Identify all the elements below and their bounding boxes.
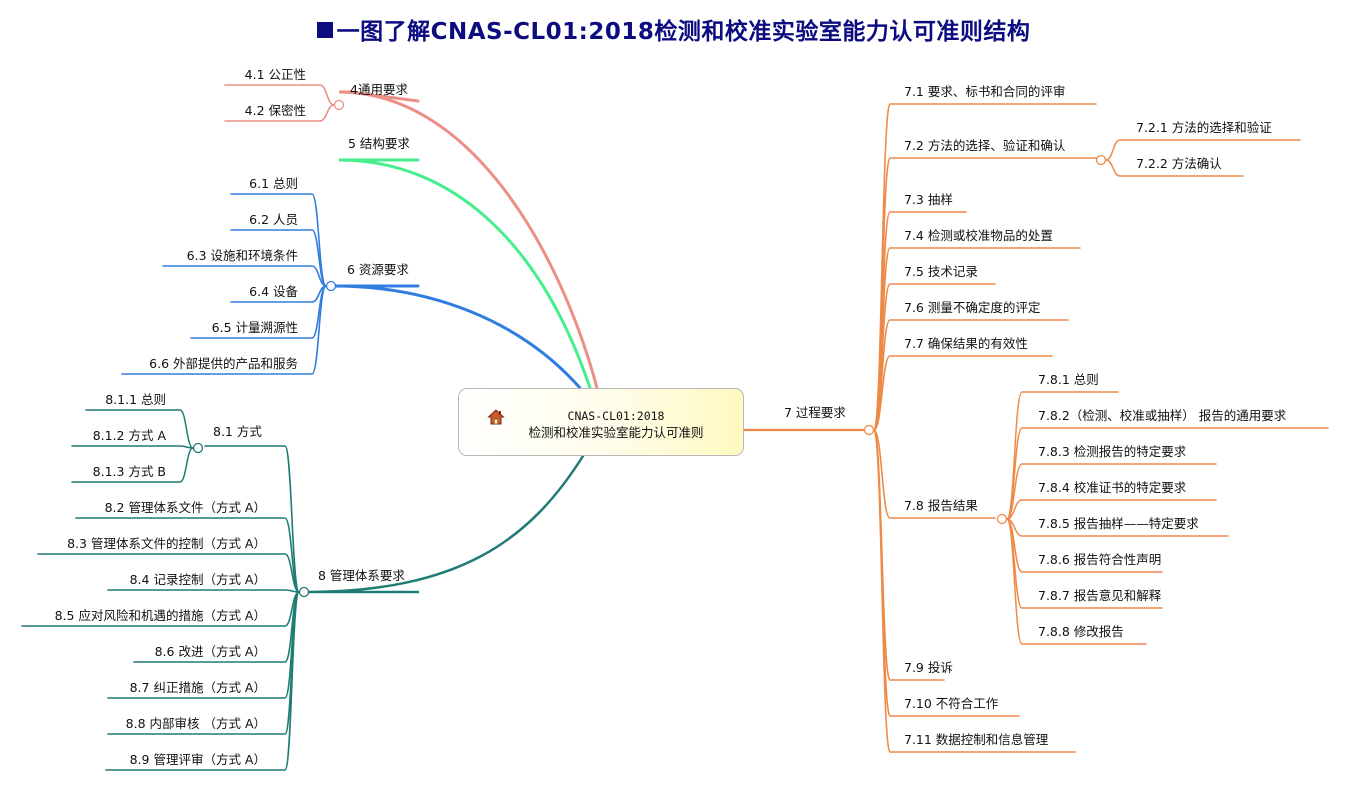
topic-resources-3[interactable]: 6.4 设备: [249, 284, 298, 299]
branch-management-line: [304, 454, 585, 594]
topic-process-8[interactable]: 7.9 投诉: [904, 660, 953, 675]
knob-general[interactable]: [333, 99, 345, 111]
branch-structure-line: [338, 158, 592, 390]
topic-management-4[interactable]: 8.6 改进（方式 A）: [154, 644, 266, 659]
page-title-text: 一图了解CNAS-CL01:2018检测和校准实验室能力认可准则结构: [336, 19, 1031, 45]
topic-general-0[interactable]: 4.1 公正性: [244, 67, 306, 82]
topic-management-0[interactable]: 8.2 管理体系文件（方式 A）: [104, 500, 266, 515]
link-management-methods-0: [85, 409, 194, 449]
topic-management-5[interactable]: 8.7 纠正措施（方式 A）: [129, 680, 266, 695]
topic-management[interactable]: 8 管理体系要求: [318, 568, 405, 583]
topic-process-report-2[interactable]: 7.8.3 检测报告的特定要求: [1038, 444, 1187, 459]
branch-resources-line: [333, 284, 582, 390]
topic-process-report-0[interactable]: 7.8.1 总则: [1038, 372, 1099, 387]
topic-management-7[interactable]: 8.9 管理评审（方式 A）: [129, 752, 266, 767]
topic-process-methods-1[interactable]: 7.2.2 方法确认: [1136, 156, 1222, 171]
topic-process-0[interactable]: 7.1 要求、标书和合同的评审: [904, 84, 1066, 99]
topic-management-methods-0[interactable]: 8.1.1 总则: [105, 392, 166, 407]
topic-general[interactable]: 4通用要求: [350, 82, 408, 97]
topic-resources-1[interactable]: 6.2 人员: [249, 212, 298, 227]
link-process-report-2: [1006, 463, 1217, 520]
branch-general-line: [338, 90, 599, 390]
topic-process-report-4[interactable]: 7.8.5 报告抽样——特定要求: [1038, 516, 1199, 531]
topic-management-methods[interactable]: 8.1 方式: [213, 424, 262, 439]
link-process-6: [873, 355, 1053, 431]
knob-process-report[interactable]: [996, 513, 1008, 525]
link-general-1: [224, 104, 335, 122]
link-general-0: [224, 84, 335, 106]
link-process-10: [873, 429, 1076, 753]
link-process-report-7: [1006, 518, 1147, 645]
link-resources-2: [162, 265, 327, 287]
topic-resources-0[interactable]: 6.1 总则: [249, 176, 298, 191]
topic-process-2[interactable]: 7.3 抽样: [904, 192, 953, 207]
link-management-methods-2: [71, 447, 194, 483]
link-management-7: [105, 591, 300, 771]
topic-process-report-7[interactable]: 7.8.8 修改报告: [1038, 624, 1124, 639]
link-management-methods: [204, 445, 300, 593]
central-topic-code: CNAS-CL01:2018: [567, 409, 665, 423]
link-management-methods-1: [71, 445, 194, 449]
topic-general-1[interactable]: 4.2 保密性: [244, 103, 306, 118]
topic-process-10[interactable]: 7.11 数据控制和信息管理: [904, 732, 1049, 747]
topic-management-3[interactable]: 8.5 应对风险和机遇的措施（方式 A）: [54, 608, 266, 623]
topic-process-6[interactable]: 7.7 确保结果的有效性: [904, 336, 1028, 351]
link-process-methods-0: [1105, 139, 1301, 161]
home-icon: [487, 409, 505, 425]
link-process-7: [873, 429, 996, 519]
topic-management-1[interactable]: 8.3 管理体系文件的控制（方式 A）: [67, 536, 266, 551]
link-process-report-3: [1006, 499, 1217, 520]
topic-resources[interactable]: 6 资源要求: [347, 262, 409, 277]
topic-management-methods-1[interactable]: 8.1.2 方式 A: [92, 428, 166, 443]
topic-process-1[interactable]: 7.2 方法的选择、验证和确认: [904, 138, 1066, 153]
central-topic-title: 检测和校准实验室能力认可准则: [528, 425, 704, 440]
link-process-methods-1: [1105, 159, 1244, 177]
knob-process-methods[interactable]: [1095, 154, 1107, 166]
topic-management-6[interactable]: 8.8 内部审核 （方式 A）: [125, 716, 266, 731]
topic-resources-4[interactable]: 6.5 计量溯源性: [211, 320, 298, 335]
topic-process-3[interactable]: 7.4 检测或校准物品的处置: [904, 228, 1053, 243]
link-process-2: [873, 211, 967, 431]
topic-process-7[interactable]: 7.8 报告结果: [904, 498, 978, 513]
topic-process-5[interactable]: 7.6 测量不确定度的评定: [904, 300, 1041, 315]
page-title: 一图了解CNAS-CL01:2018检测和校准实验室能力认可准则结构: [0, 12, 1347, 46]
central-topic[interactable]: CNAS-CL01:2018 检测和校准实验室能力认可准则: [458, 388, 744, 456]
topic-structure[interactable]: 5 结构要求: [348, 136, 410, 151]
knob-resources[interactable]: [325, 280, 337, 292]
topic-process-report-3[interactable]: 7.8.4 校准证书的特定要求: [1038, 480, 1187, 495]
topic-process-report-5[interactable]: 7.8.6 报告符合性声明: [1038, 552, 1162, 567]
topic-process-report-1[interactable]: 7.8.2（检测、校准或抽样） 报告的通用要求: [1038, 408, 1287, 423]
topic-resources-5[interactable]: 6.6 外部提供的产品和服务: [149, 356, 298, 371]
knob-process[interactable]: [863, 424, 875, 436]
link-resources-0: [230, 193, 327, 287]
link-process-report-1: [1006, 427, 1329, 520]
link-management-2: [107, 589, 300, 593]
topic-process-report-6[interactable]: 7.8.7 报告意见和解释: [1038, 588, 1162, 603]
square-bullet-icon: [316, 22, 333, 38]
link-resources-5: [121, 285, 327, 375]
topic-process-4[interactable]: 7.5 技术记录: [904, 264, 978, 279]
topic-resources-2[interactable]: 6.3 设施和环境条件: [186, 248, 298, 263]
link-management-1: [37, 553, 300, 593]
topic-process-9[interactable]: 7.10 不符合工作: [904, 696, 999, 711]
topic-process-methods-0[interactable]: 7.2.1 方法的选择和验证: [1136, 120, 1272, 135]
topic-management-methods-2[interactable]: 8.1.3 方式 B: [92, 464, 166, 479]
topic-management-2[interactable]: 8.4 记录控制（方式 A）: [129, 572, 266, 587]
topic-process[interactable]: 7 过程要求: [784, 405, 846, 420]
knob-management-methods[interactable]: [192, 442, 204, 454]
knob-management[interactable]: [298, 586, 310, 598]
